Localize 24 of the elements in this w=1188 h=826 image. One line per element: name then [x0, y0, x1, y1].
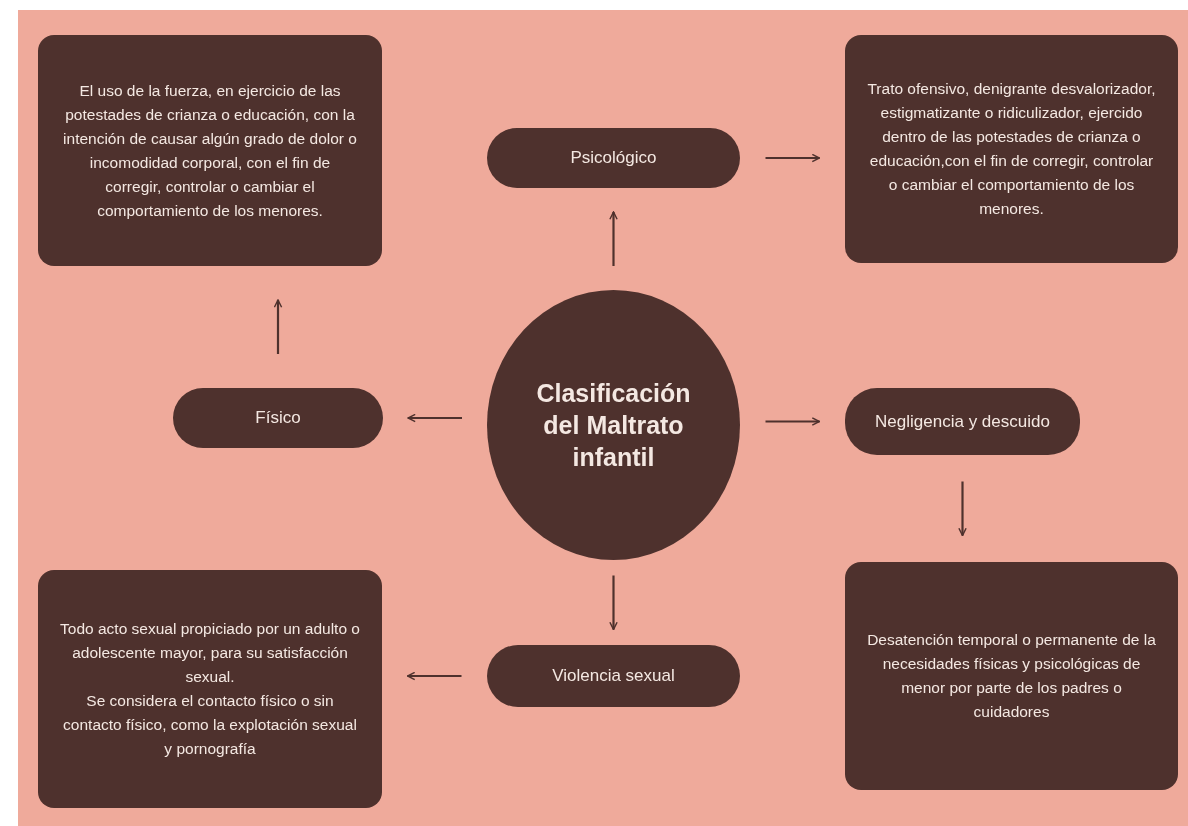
arrow: [406, 671, 462, 681]
arrow: [958, 481, 967, 537]
category-pill: [487, 128, 740, 188]
category-label: Negligencia y descuido: [875, 410, 1050, 433]
description-card: [38, 570, 382, 808]
description-text: El uso de la fuerza, en ejercicio de las potestades de crianza o educación, con la intención de causar algún grado de dolor o incomodidad corporal, con el fin de corregir, controlar o cambiar el comportamiento de los menores.: [62, 80, 358, 221]
description-card: [845, 35, 1178, 263]
description-text: Se considera el contacto físico o sin contacto físico, como la explotación sexual y pornografía: [62, 691, 358, 759]
description-card: [38, 35, 382, 266]
category-label: Psicológico: [570, 147, 657, 169]
category-label: Violencia sexual: [552, 665, 675, 687]
category-pill: [173, 388, 383, 448]
description-card: [845, 562, 1178, 790]
arrow: [273, 299, 283, 354]
arrow: [765, 417, 821, 426]
arrow: [765, 153, 821, 163]
description-text: Trato ofensivo, denigrante desvalorizador, estigmatizante o ridiculizador, ejercido dentro de las potestades de crianza o educación,con el fin de corregir, controlar o cambiar el comportamiento de los menores.: [867, 79, 1156, 219]
title-text: Clasificación del Maltrato infantil: [535, 378, 692, 473]
description-text: Desatención temporal o permanente de la necesidades físicas y psicológicas de menor por parte de los padres o cuidadores: [867, 630, 1156, 722]
arrow: [407, 413, 462, 423]
arrow: [609, 211, 618, 266]
category-label: Físico: [255, 407, 301, 429]
arrow: [609, 575, 618, 631]
description-text: Todo acto sexual propiciado por un adulto o adolescente mayor, para su satisfacción sexual.: [60, 619, 360, 687]
